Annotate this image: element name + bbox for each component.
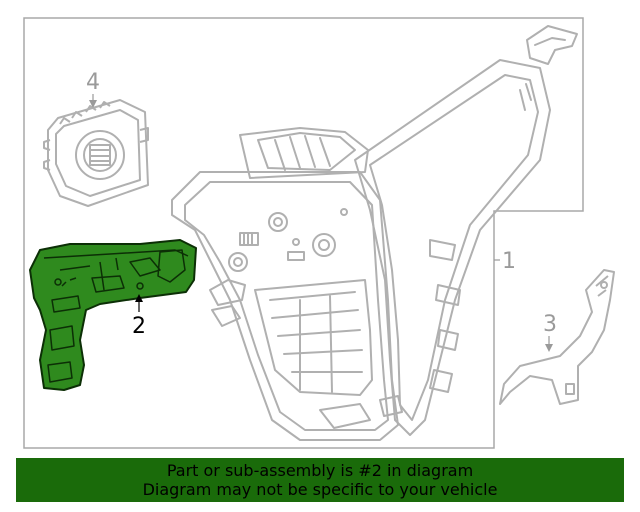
callout-1: 1 <box>502 249 516 274</box>
banner-line-2: Diagram may not be specific to your vehi… <box>142 480 498 499</box>
info-banner: Part or sub-assembly is #2 in diagram Di… <box>16 458 624 502</box>
headlamp-assembly <box>171 25 578 441</box>
callout-4: 4 <box>86 70 100 95</box>
assembly-frame <box>23 17 584 449</box>
highlighted-part-2[interactable] <box>29 239 197 391</box>
arrow-2 <box>135 294 143 302</box>
leader-lines <box>89 94 553 352</box>
led-driver-module <box>43 99 149 207</box>
mounting-bracket <box>499 269 615 405</box>
arrow-3 <box>545 344 553 352</box>
parts-diagram: 1 2 3 4 <box>23 17 615 449</box>
arrow-4 <box>89 100 97 108</box>
callout-3: 3 <box>543 312 557 337</box>
callout-2[interactable]: 2 <box>132 314 146 339</box>
banner-line-1: Part or sub-assembly is #2 in diagram <box>166 461 474 480</box>
